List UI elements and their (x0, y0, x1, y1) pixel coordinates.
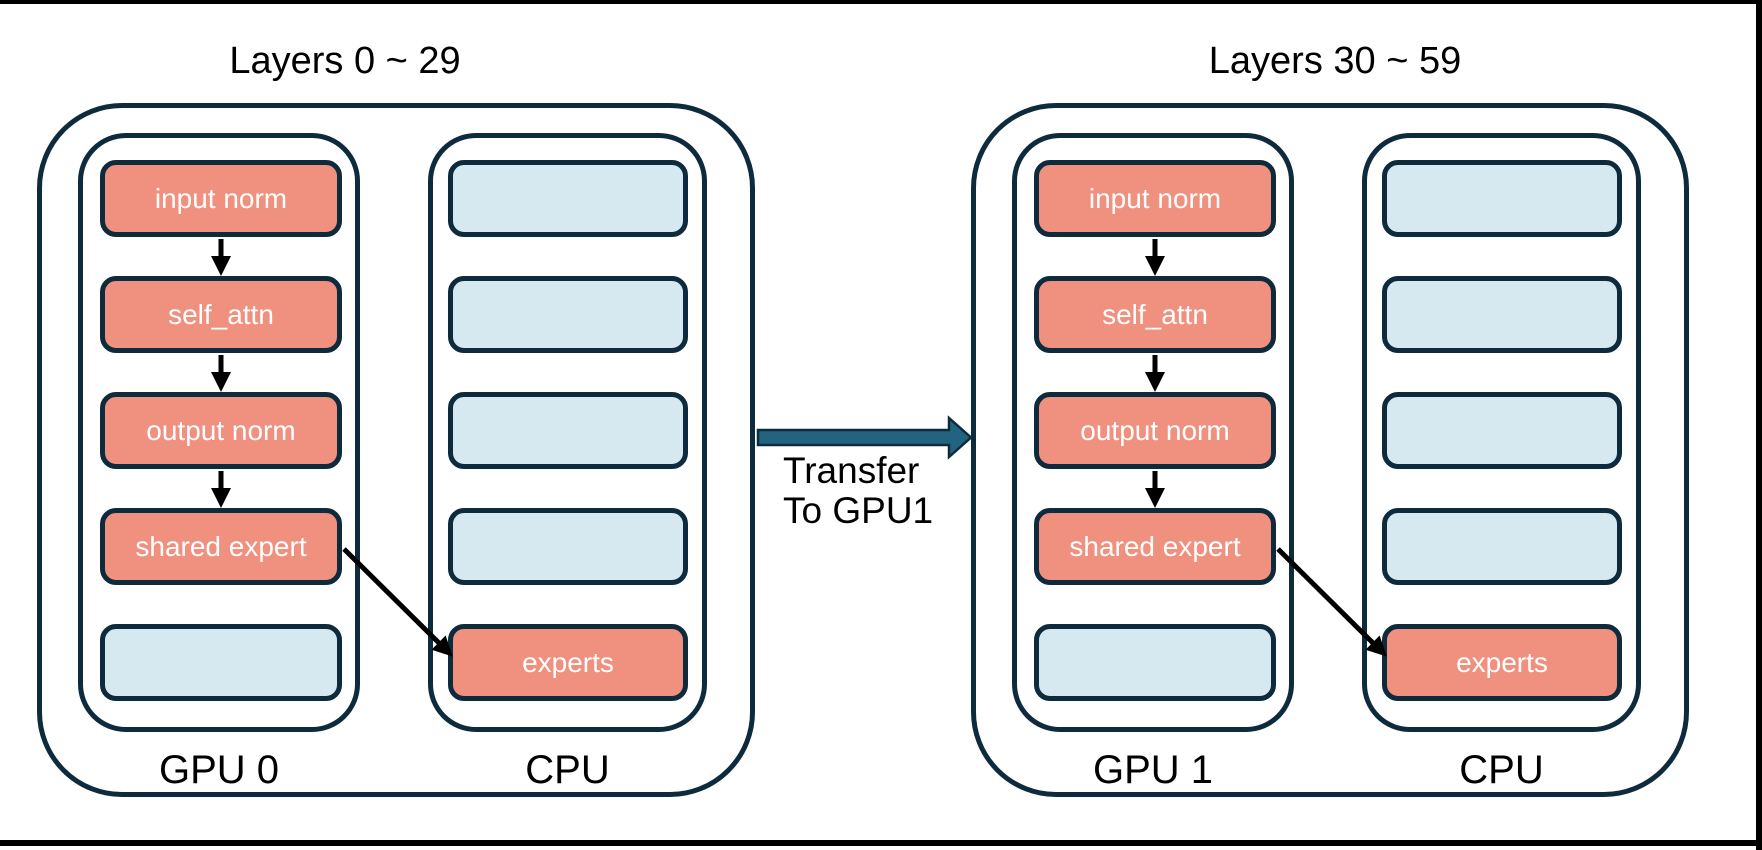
group-title: Layers 0 ~ 29 (229, 40, 461, 82)
screenshot-top-border (0, 0, 1762, 4)
cpu-empty-slot (448, 508, 688, 585)
transfer-label: Transfer To GPU1 (783, 451, 933, 531)
gpu-box-output-norm: output norm (100, 392, 342, 469)
cpu-label: CPU (1459, 748, 1544, 792)
gpu-container (78, 133, 360, 732)
cpu-empty-slot (448, 392, 688, 469)
gpu-box-self-attn: self_attn (1034, 276, 1276, 353)
gpu-box-shared-expert: shared expert (100, 508, 342, 585)
transfer-label-line1: Transfer (783, 450, 920, 491)
screenshot-bottom-border (0, 840, 1762, 846)
machine-container (37, 103, 755, 797)
cpu-container (1362, 133, 1641, 732)
gpu-empty-slot (1034, 624, 1276, 701)
cpu-empty-slot (448, 160, 688, 237)
cpu-empty-slot (448, 276, 688, 353)
gpu-box-output-norm: output norm (1034, 392, 1276, 469)
cpu-empty-slot (1382, 508, 1622, 585)
cpu-empty-slot (1382, 392, 1622, 469)
screenshot-right-border (1756, 0, 1762, 850)
cpu-empty-slot (1382, 276, 1622, 353)
cpu-label: CPU (525, 748, 610, 792)
gpu-container (1012, 133, 1294, 732)
gpu-box-input-norm: input norm (100, 160, 342, 237)
cpu-box-experts: experts (448, 624, 688, 701)
gpu-box-self-attn: self_attn (100, 276, 342, 353)
gpu-label: GPU 1 (1092, 748, 1214, 792)
cpu-container (428, 133, 707, 732)
transfer-label-line2: To GPU1 (783, 490, 934, 531)
gpu-label: GPU 0 (158, 748, 280, 792)
machine-container (971, 103, 1689, 797)
cpu-empty-slot (1382, 160, 1622, 237)
gpu-empty-slot (100, 624, 342, 701)
group-title: Layers 30 ~ 59 (1208, 40, 1462, 82)
gpu-box-input-norm: input norm (1034, 160, 1276, 237)
cpu-box-experts: experts (1382, 624, 1622, 701)
gpu-box-shared-expert: shared expert (1034, 508, 1276, 585)
